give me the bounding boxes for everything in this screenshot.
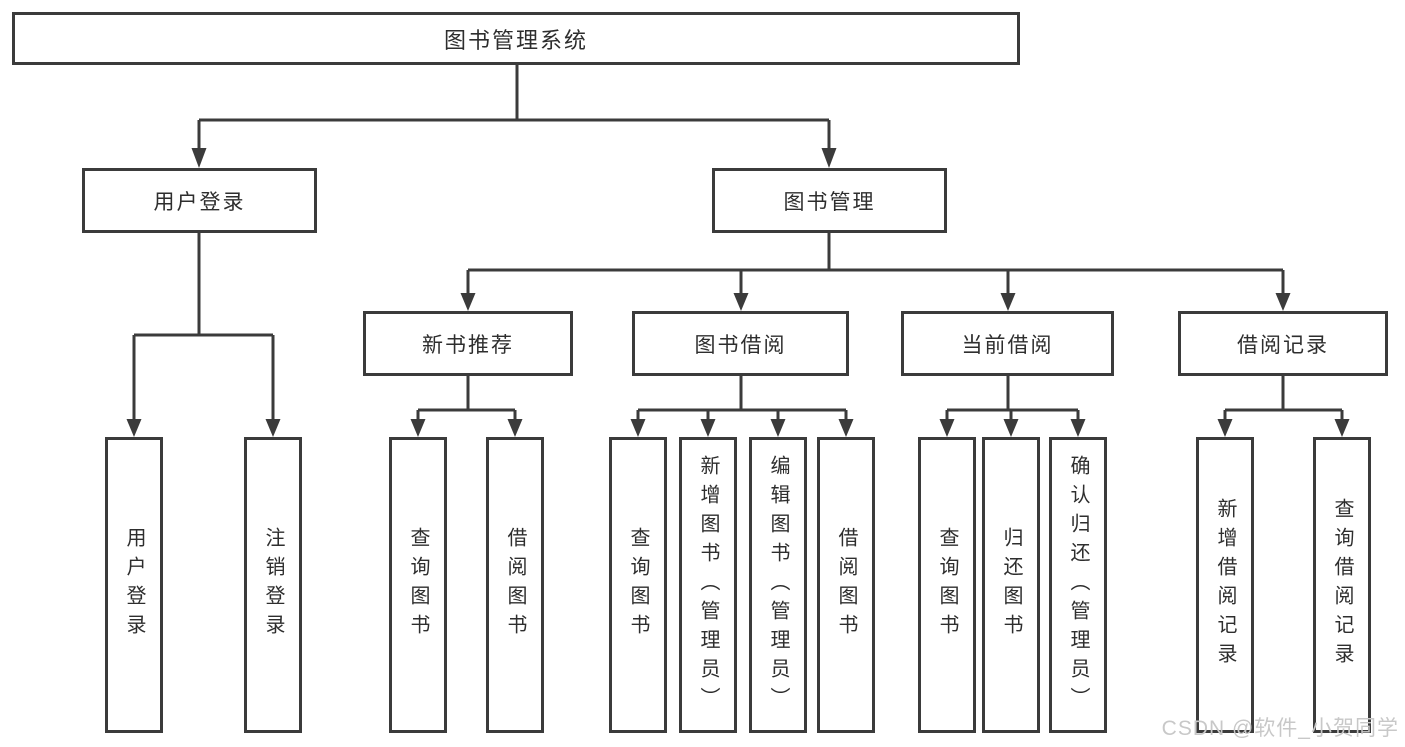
leaf-query-books-current: 查询图书 (918, 437, 976, 733)
leaf-borrow-books-recommend: 借阅图书 (486, 437, 544, 733)
leaf-label: 查询图书 (407, 527, 429, 643)
leaf-add-borrow-record: 新增借阅记录 (1196, 437, 1254, 733)
node-root-system: 图书管理系统 (12, 12, 1020, 65)
leaf-logout: 注销登录 (244, 437, 302, 733)
leaf-query-books-recommend: 查询图书 (389, 437, 447, 733)
node-current-borrow: 当前借阅 (901, 311, 1114, 376)
leaf-label: 编辑图书（管理员） (767, 454, 789, 716)
node-user-login-branch: 用户登录 (82, 168, 317, 233)
leaf-label: 新增借阅记录 (1214, 498, 1236, 672)
node-new-book-recommend: 新书推荐 (363, 311, 573, 376)
leaf-user-login: 用户登录 (105, 437, 163, 733)
leaf-label: 查询图书 (627, 527, 649, 643)
node-book-management-branch: 图书管理 (712, 168, 947, 233)
leaf-label: 归还图书 (1000, 527, 1022, 643)
csdn-watermark: CSDN @软件_小贺同学 (1161, 717, 1399, 740)
node-book-borrow: 图书借阅 (632, 311, 849, 376)
leaf-edit-books-admin: 编辑图书（管理员） (749, 437, 807, 733)
leaf-label: 注销登录 (262, 527, 284, 643)
leaf-confirm-return-admin: 确认归还（管理员） (1049, 437, 1107, 733)
node-borrow-records: 借阅记录 (1178, 311, 1388, 376)
leaf-label: 借阅图书 (504, 527, 526, 643)
leaf-add-books-admin: 新增图书（管理员） (679, 437, 737, 733)
leaf-label: 借阅图书 (835, 527, 857, 643)
leaf-borrow-books: 借阅图书 (817, 437, 875, 733)
leaf-label: 新增图书（管理员） (697, 454, 719, 716)
leaf-label: 确认归还（管理员） (1067, 454, 1089, 716)
leaf-query-books-borrow: 查询图书 (609, 437, 667, 733)
leaf-query-borrow-record: 查询借阅记录 (1313, 437, 1371, 733)
leaf-label: 查询借阅记录 (1331, 498, 1353, 672)
leaf-label: 用户登录 (123, 527, 145, 643)
leaf-return-books: 归还图书 (982, 437, 1040, 733)
leaf-label: 查询图书 (936, 527, 958, 643)
